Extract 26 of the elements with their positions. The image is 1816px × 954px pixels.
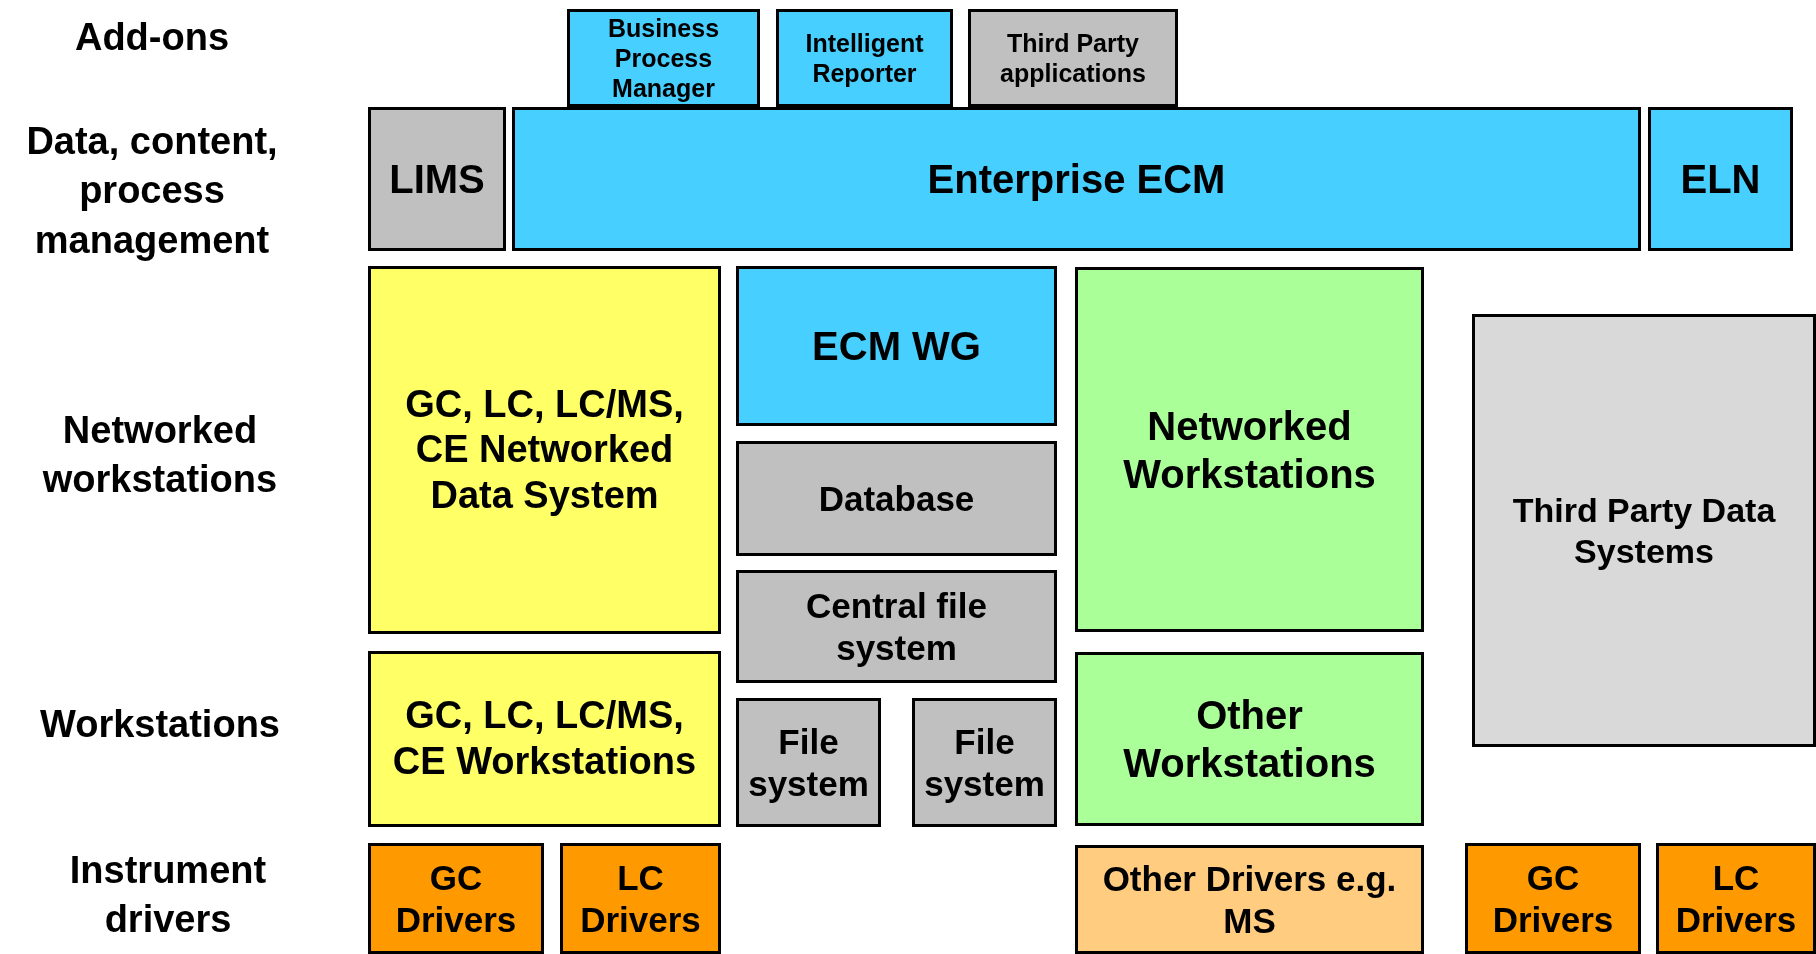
- layer-block: LIMS: [368, 107, 506, 251]
- layer-block: GC, LC, LC/MS, CE Networked Data System: [368, 266, 721, 634]
- row-label: Workstations: [39, 702, 281, 748]
- row-label: Instrument drivers: [68, 847, 268, 942]
- layer-block: Third Party Data Systems: [1472, 314, 1816, 747]
- layer-block: GC Drivers: [368, 843, 544, 954]
- row-label: Networked workstations: [41, 407, 279, 502]
- layer-block: GC Drivers: [1465, 843, 1641, 954]
- layer-block: Intelligent Reporter: [776, 9, 953, 107]
- row-label: Add-ons: [73, 15, 231, 61]
- layer-block: Central file system: [736, 570, 1057, 683]
- layer-block: GC, LC, LC/MS, CE Workstations: [368, 651, 721, 827]
- layer-block: Business Process Manager: [567, 9, 760, 107]
- layer-block: Third Party applications: [968, 9, 1178, 107]
- layer-block: Other Drivers e.g. MS: [1075, 845, 1424, 954]
- layer-block: ECM WG: [736, 266, 1057, 426]
- layer-block: Database: [736, 441, 1057, 556]
- layer-block: LC Drivers: [1656, 843, 1816, 954]
- layer-block: Other Workstations: [1075, 652, 1424, 826]
- layer-block: Networked Workstations: [1075, 267, 1424, 632]
- layer-block: LC Drivers: [560, 843, 721, 954]
- row-label: Data, content, process management: [25, 118, 279, 263]
- layer-block: File system: [912, 698, 1057, 827]
- layer-block: ELN: [1648, 107, 1793, 251]
- layer-block: File system: [736, 698, 881, 827]
- layer-block: Enterprise ECM: [512, 107, 1641, 251]
